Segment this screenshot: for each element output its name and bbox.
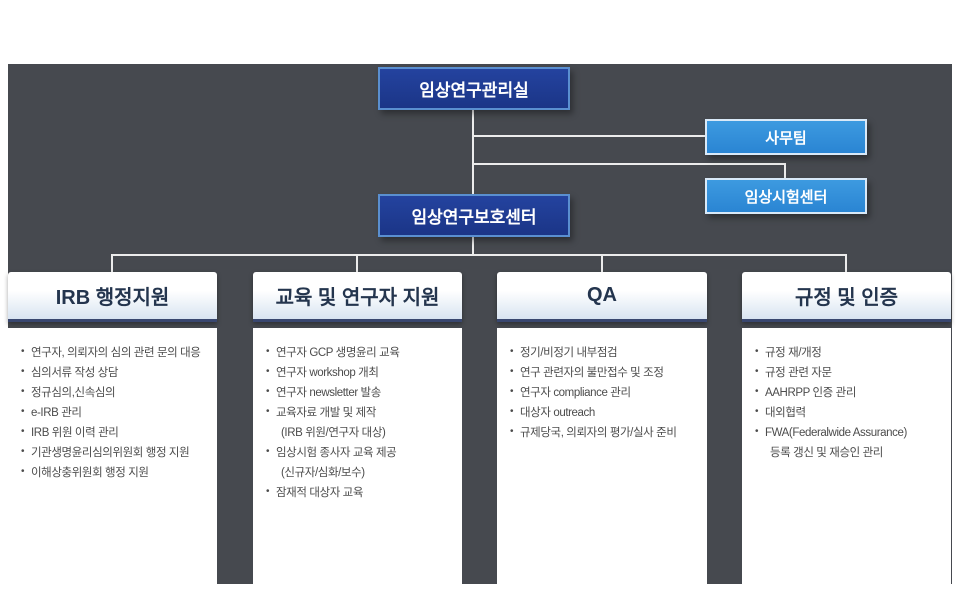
node-clinical-research-protection-center: 임상연구보호센터 [378, 194, 570, 237]
list-item: 연구자 GCP 생명윤리 교육 [266, 343, 459, 363]
list-item: 연구자 workshop 개최 [266, 363, 459, 383]
column-body-qa: 정기/비정기 내부점검 연구 관련자의 불만접수 및 조정 연구자 compli… [497, 328, 707, 584]
connector-line [472, 237, 474, 255]
list-item: AAHRPP 인증 관리 [755, 383, 948, 403]
list-item: 이해상충위원회 행정 지원 [21, 463, 214, 483]
column-body-education-researcher-support: 연구자 GCP 생명윤리 교육 연구자 workshop 개최 연구자 news… [253, 328, 462, 584]
column-title: QA [587, 284, 617, 306]
connector-line [356, 254, 358, 272]
column-title: 교육 및 연구자 지원 [275, 287, 440, 309]
connector-line [111, 254, 113, 272]
list-item: FWA(Federalwide Assurance) [755, 423, 948, 443]
list-item: 교육자료 개발 및 제작 [266, 403, 459, 423]
node-clinical-research-management-office: 임상연구관리실 [378, 67, 570, 110]
connector-line [472, 135, 705, 137]
list-item-continuation: (IRB 위원/연구자 대상) [281, 427, 386, 439]
list-item-continuation: 등록 갱신 및 재승인 관리 [770, 447, 883, 459]
column-title: IRB 행정지원 [55, 287, 170, 309]
list-item: 연구 관련자의 불만접수 및 조정 [510, 363, 704, 383]
node-clinical-trial-center: 임상시험센터 [705, 178, 867, 214]
list-item-continuation: (신규자/심화/보수) [281, 467, 365, 479]
list-item: 심의서류 작성 상담 [21, 363, 214, 383]
list-item: IRB 위원 이력 관리 [21, 423, 214, 443]
connector-line [472, 163, 786, 165]
list-item: 연구자 newsletter 발송 [266, 383, 459, 403]
connector-line [472, 110, 474, 196]
column-header-qa: QA [497, 272, 707, 322]
node-label: 사무팀 [765, 129, 807, 147]
node-label: 임상연구보호센터 [411, 208, 537, 227]
list-item: 규정 관련 자문 [755, 363, 948, 383]
list-item: 연구자, 의뢰자의 심의 관련 문의 대응 [21, 343, 214, 363]
column-title: 규정 및 인증 [794, 287, 899, 309]
column-header-education-researcher-support: 교육 및 연구자 지원 [253, 272, 462, 322]
list-item: e-IRB 관리 [21, 403, 214, 423]
connector-line [845, 254, 847, 272]
node-label: 임상시험센터 [744, 188, 828, 206]
bullet-list: 규정 재/개정 규정 관련 자문 AAHRPP 인증 관리 대외협력 FWA(F… [742, 328, 951, 463]
column-header-regulation-accreditation: 규정 및 인증 [742, 272, 951, 322]
bullet-list: 연구자 GCP 생명윤리 교육 연구자 workshop 개최 연구자 news… [253, 328, 462, 503]
connector-line [601, 254, 603, 272]
column-body-regulation-accreditation: 규정 재/개정 규정 관련 자문 AAHRPP 인증 관리 대외협력 FWA(F… [742, 328, 951, 584]
list-item: 연구자 compliance 관리 [510, 383, 704, 403]
connector-line [784, 163, 786, 179]
column-header-irb-admin-support: IRB 행정지원 [8, 272, 217, 322]
connector-line [111, 254, 847, 256]
list-item: 규정 재/개정 [755, 343, 948, 363]
column-body-irb-admin-support: 연구자, 의뢰자의 심의 관련 문의 대응 심의서류 작성 상담 정규심의,신속… [8, 328, 217, 584]
node-office-team: 사무팀 [705, 119, 867, 155]
list-item: 잠재적 대상자 교육 [266, 483, 459, 503]
node-label: 임상연구관리실 [419, 81, 529, 100]
list-item: 임상시험 종사자 교육 제공 [266, 443, 459, 463]
list-item: 기관생명윤리심의위원회 행정 지원 [21, 443, 214, 463]
bullet-list: 정기/비정기 내부점검 연구 관련자의 불만접수 및 조정 연구자 compli… [497, 328, 707, 443]
bullet-list: 연구자, 의뢰자의 심의 관련 문의 대응 심의서류 작성 상담 정규심의,신속… [8, 328, 217, 483]
list-item: 정규심의,신속심의 [21, 383, 214, 403]
list-item: 대외협력 [755, 403, 948, 423]
list-item: 규제당국, 의뢰자의 평가/실사 준비 [510, 423, 704, 443]
list-item: 대상자 outreach [510, 403, 704, 423]
list-item: 정기/비정기 내부점검 [510, 343, 704, 363]
